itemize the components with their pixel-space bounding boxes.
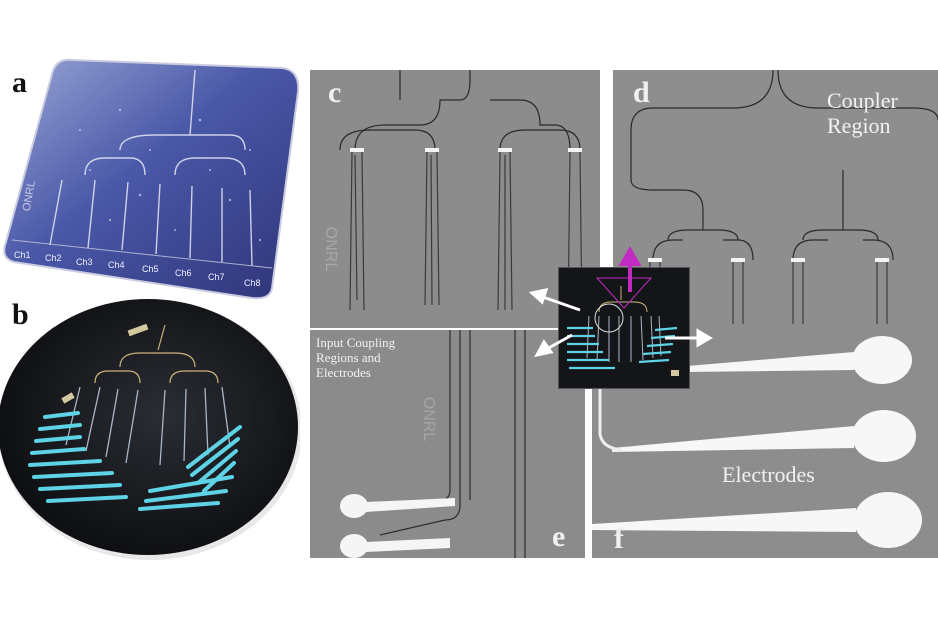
channel-label: Ch1	[14, 250, 31, 260]
panel-e: Input Coupling Regions and Electrodes ON…	[310, 330, 585, 558]
center-inset	[558, 267, 690, 389]
panel-b: b	[0, 295, 300, 570]
inset-chip	[567, 277, 679, 376]
channel-label: Ch8	[244, 278, 261, 288]
channel-label: Ch4	[108, 260, 125, 270]
panel-letter-a: a	[12, 66, 27, 99]
panel-letter-b: b	[12, 298, 29, 331]
label-line: Electrodes	[316, 364, 371, 380]
chip-mark: ONRL	[322, 226, 340, 272]
panel-letter-e: e	[552, 520, 566, 553]
chip-photo-a	[3, 58, 300, 300]
electrodes-f	[592, 324, 922, 548]
channel-label: Ch7	[208, 272, 225, 282]
channel-labels: Ch1 Ch2 Ch3 Ch4 Ch5 Ch6 Ch7 Ch8	[0, 0, 300, 300]
panel-letter-c: c	[328, 76, 342, 109]
waveguide-splitter-c	[339, 70, 583, 321]
channel-label: Ch5	[142, 264, 159, 274]
coupler-region-label: Coupler Region	[827, 88, 898, 139]
channel-label: Ch2	[45, 253, 62, 263]
label-line: Coupler	[827, 88, 898, 113]
label-line: Regions and	[316, 349, 381, 365]
input-coupling-label: Input Coupling Regions and Electrodes	[316, 335, 396, 381]
input-coupling-e	[340, 330, 526, 558]
label-line: Region	[827, 113, 891, 139]
channel-label: Ch6	[175, 268, 192, 278]
panel-letter-d: d	[633, 76, 650, 109]
panel-c: c ONRL	[310, 70, 600, 328]
label-line: Input Coupling	[316, 335, 396, 350]
chip-photo-b	[0, 299, 300, 560]
chip-mark: ONRL	[420, 396, 438, 442]
panel-a: a ONRL Ch1 Ch2 Ch3 Ch4 Ch5 Ch6 Ch7 Ch8	[0, 0, 300, 300]
channel-label: Ch3	[76, 257, 93, 267]
electrodes-label: Electrodes	[722, 462, 815, 487]
panel-letter-f: f	[614, 522, 624, 555]
